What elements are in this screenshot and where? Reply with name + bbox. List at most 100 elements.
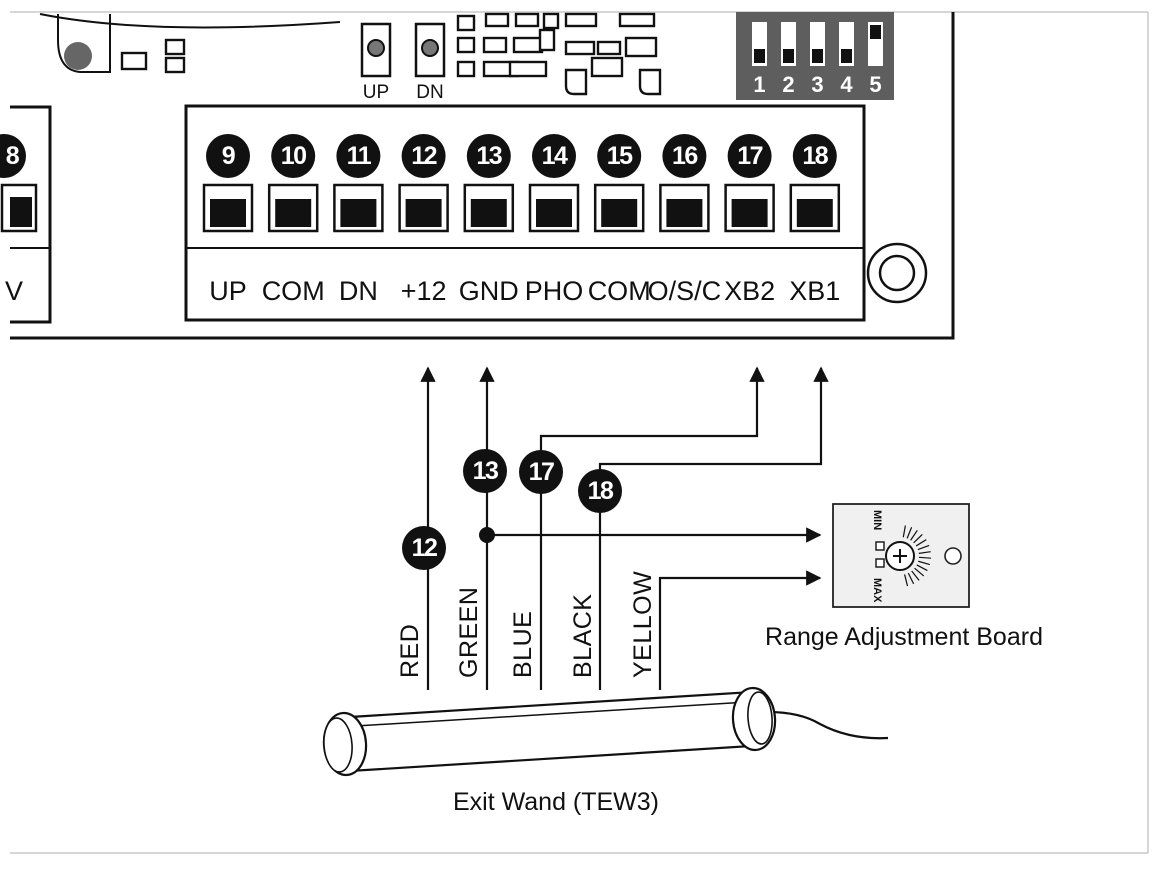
terminal-label: O/S/C <box>648 276 722 306</box>
wire-badge-black: 18 <box>578 469 622 513</box>
dn-button-label: DN <box>416 82 443 103</box>
dip-switch-number: 4 <box>840 72 853 97</box>
dip-switch-header: ON <box>762 0 786 12</box>
terminal-number: 17 <box>737 142 762 170</box>
mounting-hole <box>866 242 928 304</box>
wire-badge-green: 13 <box>463 449 507 493</box>
wand-cable <box>767 710 889 740</box>
dip-switch-1: 1 <box>752 22 767 97</box>
dip-switch-toggle <box>783 49 794 63</box>
terminal-number: 10 <box>281 142 306 170</box>
terminal-number: 18 <box>802 142 828 170</box>
dip-switch-5: 5 <box>868 22 883 97</box>
range-min-label: MIN <box>871 510 883 530</box>
terminal-label: GND <box>459 276 519 306</box>
terminal-number-badge <box>271 134 316 178</box>
wire-yellow <box>658 570 822 690</box>
wire-black <box>598 366 829 690</box>
exit-wand-caption: Exit Wand (TEW3) <box>453 788 659 816</box>
board-mounting-dot <box>64 42 92 70</box>
wire-label-red: RED <box>396 624 424 678</box>
board-curve <box>39 13 341 29</box>
wire-label-yellow: YELLOW <box>629 571 657 678</box>
terminal-label: XB2 <box>724 276 775 306</box>
dn-button-graphic: DN <box>414 22 446 103</box>
range-max-label: MAX <box>871 578 883 603</box>
terminal-number-badge <box>401 134 446 178</box>
terminal-number-badge <box>662 134 707 178</box>
controller-board-outline <box>10 12 955 340</box>
dip-switch-toggle <box>754 49 765 63</box>
dip-switch-toggle <box>841 49 852 63</box>
terminal-label: +12 <box>401 276 447 306</box>
terminal-number: 16 <box>672 142 697 170</box>
left-terminal-block: 8 V <box>0 105 52 324</box>
terminal-slot <box>536 199 572 227</box>
terminal-number-8: 8 <box>6 142 20 170</box>
terminal-number: 15 <box>607 142 633 170</box>
wire-label-black: BLACK <box>569 594 597 678</box>
terminal-number-badge <box>792 134 837 178</box>
svg-text:13: 13 <box>473 457 498 485</box>
terminal-slot <box>796 199 833 227</box>
dip-switch-toggle <box>812 49 823 63</box>
wire-label-green: GREEN <box>455 587 483 678</box>
terminal-number-badge <box>532 134 576 178</box>
terminal-slot <box>470 199 507 227</box>
terminal-label: COM <box>588 276 651 306</box>
range-adjustment-board: MIN MAX <box>832 503 970 608</box>
terminal-slot <box>601 199 638 227</box>
wand-tube <box>348 690 754 773</box>
smd-component <box>120 51 148 71</box>
smd-component <box>164 56 186 74</box>
wire-junction <box>479 527 495 543</box>
dip-switch-number: 3 <box>811 72 823 97</box>
dip-switch-4: 4 <box>839 22 854 97</box>
dip-switch-3: 3 <box>810 22 825 97</box>
terminal-slot <box>405 199 442 227</box>
terminal-label: DN <box>339 276 378 306</box>
terminal-label: PHO <box>525 276 584 306</box>
terminal-label-8: V <box>5 276 23 306</box>
smd-cluster <box>456 12 662 96</box>
dip-switch-number: 1 <box>753 72 765 97</box>
up-button-graphic: UP <box>360 22 392 103</box>
board-bracket <box>57 14 111 73</box>
dip-switch-2: 2 <box>781 22 796 97</box>
terminal-block: 9UP10COM11DN12+1213GND14PHO15COM16O/S/C1… <box>184 104 866 322</box>
wire-blue <box>539 366 765 690</box>
terminal-9: 9UP <box>202 134 254 306</box>
terminal-label: XB1 <box>789 276 840 306</box>
terminal-label: UP <box>209 276 247 306</box>
potentiometer-scale <box>902 525 931 587</box>
terminal-label: COM <box>262 276 325 306</box>
svg-text:18: 18 <box>588 477 614 505</box>
wire-badge-blue: 17 <box>519 450 563 494</box>
terminal-number: 12 <box>411 142 436 170</box>
wire-label-blue: BLUE <box>509 611 537 678</box>
dip-switch-number: 2 <box>782 72 794 97</box>
dip-switch-number: 5 <box>869 72 881 97</box>
svg-text:17: 17 <box>529 458 554 486</box>
up-button-label: UP <box>363 82 389 103</box>
terminal-number-badge <box>466 134 511 178</box>
range-board-hole <box>944 547 962 565</box>
wire-group <box>420 366 829 690</box>
wire-badge-red: 12 <box>402 526 446 570</box>
terminal-slot <box>275 199 312 227</box>
terminal-number-badge <box>597 134 642 178</box>
terminal-number-badge <box>336 134 381 178</box>
dip-switch-toggle <box>870 25 881 39</box>
terminal-number-badge <box>206 134 250 178</box>
smd-component <box>164 38 186 56</box>
terminal-number: 11 <box>347 142 372 170</box>
